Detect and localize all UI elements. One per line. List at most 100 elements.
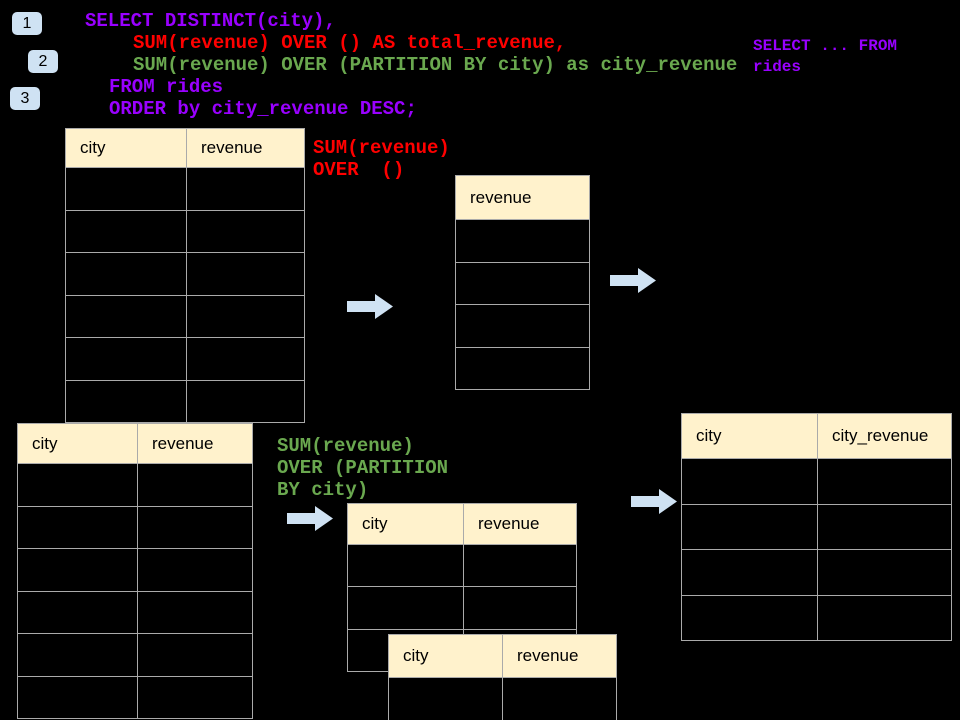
table-partition-front: city revenue: [388, 634, 617, 720]
sql-line-city-revenue: SUM(revenue) OVER (PARTITION BY city) as…: [133, 54, 738, 76]
table-cell: [66, 168, 186, 210]
table-cell: [137, 549, 252, 591]
label-line: BY city): [277, 479, 369, 501]
sum-over-partition-label: SUM(revenue) OVER (PARTITION BY city): [277, 435, 448, 501]
column-header-revenue: revenue: [502, 635, 616, 677]
table-cell: [817, 504, 951, 549]
table-cell: [137, 591, 252, 633]
column-header-revenue: revenue: [137, 424, 252, 463]
table-row: [456, 219, 589, 262]
select-from-rides-snippet: SELECT ... FROM rides: [753, 36, 897, 78]
sql-line-from: FROM rides: [109, 76, 224, 98]
table-row: [18, 505, 252, 549]
table-row: [682, 549, 951, 595]
table-row: [66, 209, 304, 253]
label-line: SUM(revenue): [277, 435, 414, 457]
label-line: OVER (): [313, 159, 405, 181]
table-row: [389, 677, 616, 720]
table-city-revenue-result: city city_revenue: [681, 413, 952, 641]
table-cell: [502, 678, 616, 720]
table-cell: [186, 168, 304, 210]
step-badge-1: 1: [12, 12, 42, 35]
table-cell: [66, 211, 186, 253]
flow-arrow-right-icon: [347, 294, 393, 319]
table-cell: [817, 595, 951, 640]
table-cell: [18, 464, 137, 506]
table-partition-middle: city revenue: [347, 503, 577, 672]
table-row: [66, 252, 304, 295]
table-row: [682, 594, 951, 640]
table-row: [18, 633, 252, 676]
table-header: city city_revenue: [682, 414, 951, 458]
snippet-line-2: rides: [753, 58, 802, 76]
table-source-bottom: city revenue: [17, 423, 253, 719]
flow-arrow-right-icon: [631, 489, 677, 514]
column-header-city: city: [32, 433, 58, 453]
sql-line-order-by: ORDER by city_revenue DESC;: [109, 98, 417, 120]
table-row: [18, 548, 252, 591]
table-cell: [66, 381, 186, 423]
table-cell: [137, 634, 252, 676]
flow-arrow-right-icon: [610, 268, 656, 293]
table-row: [18, 675, 252, 719]
table-cell: [66, 253, 186, 295]
table-cell: [186, 253, 304, 295]
sql-line-total-revenue: SUM(revenue) OVER () AS total_revenue,: [133, 32, 567, 54]
table-cell: [389, 678, 502, 720]
table-cell: [682, 505, 817, 550]
column-header-city: city: [80, 138, 106, 157]
flow-arrow-right-icon: [287, 506, 333, 531]
column-header-revenue: revenue: [186, 129, 304, 167]
table-row: [66, 337, 304, 380]
table-cell: [66, 338, 186, 380]
column-header-city-revenue: city_revenue: [817, 414, 951, 458]
table-cell: [682, 459, 817, 504]
sql-line-select: SELECT DISTINCT(city),: [85, 10, 336, 32]
table-cell: [348, 587, 463, 628]
table-header: city revenue: [66, 129, 304, 167]
column-header-city: city: [696, 426, 722, 445]
table-row: [348, 586, 576, 629]
table-row: [18, 463, 252, 506]
table-cell: [456, 348, 589, 390]
step-badge-2: 2: [28, 50, 58, 73]
step-badge-3: 3: [10, 87, 40, 110]
label-line: SUM(revenue): [313, 137, 450, 159]
label-line: OVER (PARTITION: [277, 457, 449, 479]
table-header: city revenue: [389, 635, 616, 677]
table-cell: [18, 592, 137, 634]
table-source-top: city revenue: [65, 128, 305, 423]
table-cell: [186, 380, 304, 422]
table-cell: [66, 296, 186, 338]
table-row: [66, 379, 304, 423]
table-row: [456, 304, 589, 347]
table-row: [66, 294, 304, 338]
table-cell: [186, 295, 304, 337]
table-cell: [137, 464, 252, 506]
table-cell: [348, 545, 463, 586]
table-row: [348, 544, 576, 587]
table-cell: [18, 507, 137, 549]
table-cell: [817, 550, 951, 595]
table-cell: [137, 676, 252, 718]
table-row: [456, 346, 589, 390]
table-cell: [463, 545, 576, 587]
table-total-revenue-result: revenue: [455, 175, 590, 390]
table-cell: [18, 549, 137, 591]
table-cell: [456, 220, 589, 262]
sql-query-code: SELECT DISTINCT(city), SUM(revenue) OVER…: [85, 10, 737, 120]
column-header-revenue: revenue: [470, 187, 532, 207]
table-cell: [682, 550, 817, 595]
table-header: city revenue: [348, 504, 576, 544]
table-cell: [456, 305, 589, 347]
table-cell: [186, 210, 304, 252]
table-row: [66, 167, 304, 210]
table-header: revenue: [456, 176, 589, 219]
table-cell: [18, 677, 137, 719]
table-cell: [817, 459, 951, 504]
table-cell: [456, 263, 589, 305]
table-header: city revenue: [18, 424, 252, 463]
table-row: [456, 261, 589, 305]
snippet-line-1: SELECT ... FROM: [753, 37, 898, 55]
